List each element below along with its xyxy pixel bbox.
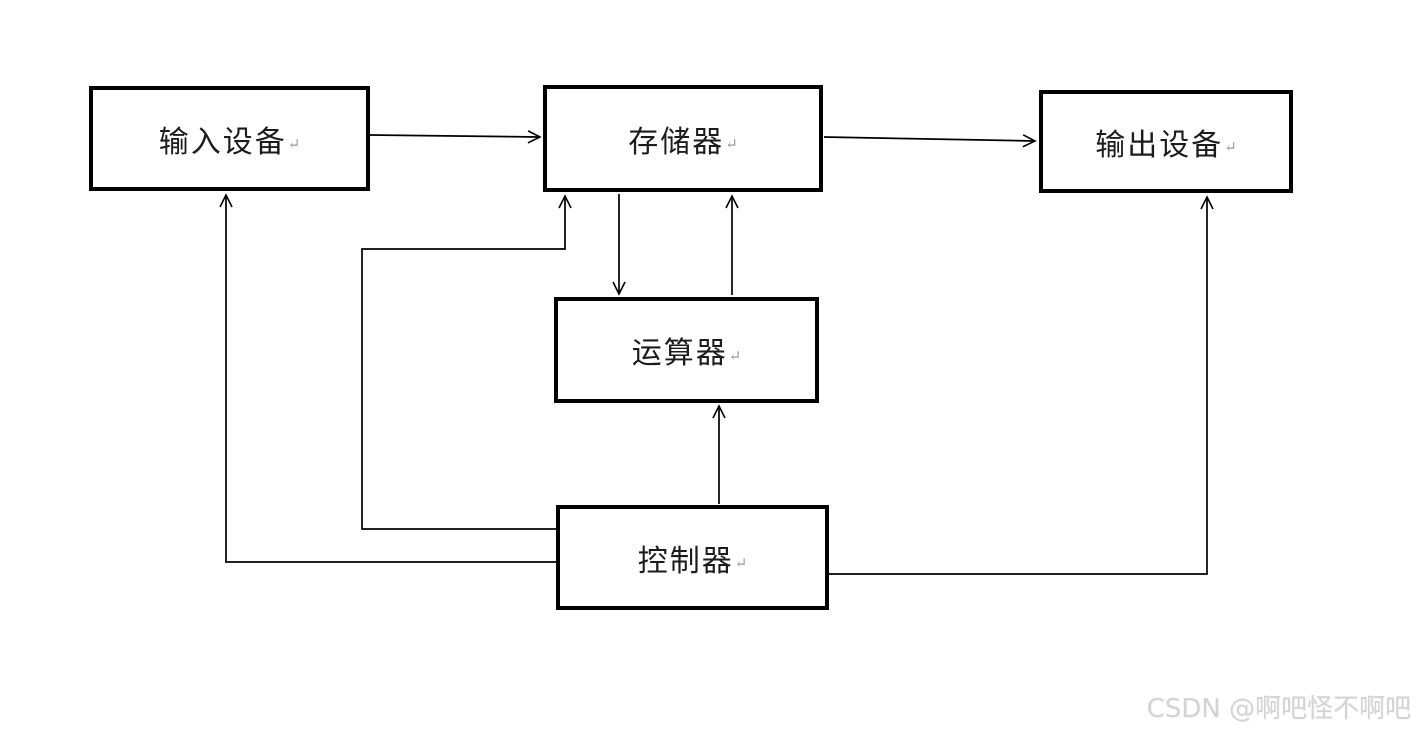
paragraph-mark-icon: ↵: [734, 556, 748, 572]
node-memory-label: 存储器: [628, 125, 725, 159]
paragraph-mark-icon: ↵: [287, 137, 301, 153]
node-output-device: 输出设备 ↵: [1039, 90, 1293, 193]
connector-controller-to-output: [829, 195, 1214, 575]
connector-controller-to-memory: [361, 194, 572, 530]
node-alu-label: 运算器: [631, 337, 728, 370]
csdn-watermark: CSDN @啊吧怪不啊吧: [1147, 688, 1411, 725]
connector-memory-to-output: [823, 134, 1037, 148]
node-input-device: 输入设备 ↵: [89, 86, 370, 191]
csdn-watermark-text: CSDN @啊吧怪不啊吧: [1146, 694, 1411, 724]
node-memory: 存储器 ↵: [543, 85, 823, 192]
paragraph-mark-icon: ↵: [725, 137, 738, 153]
node-input-device-label: 输入设备: [158, 125, 287, 159]
paragraph-mark-icon: ↵: [728, 348, 742, 365]
node-controller: 控制器 ↵: [556, 505, 829, 610]
connector-controller-to-input: [219, 193, 556, 563]
node-controller-label: 控制器: [637, 544, 734, 578]
connector-input-to-memory: [369, 130, 542, 144]
node-alu: 运算器 ↵: [554, 297, 819, 403]
node-output-device-label: 输出设备: [1095, 128, 1224, 162]
paragraph-mark-icon: ↵: [1224, 140, 1237, 156]
